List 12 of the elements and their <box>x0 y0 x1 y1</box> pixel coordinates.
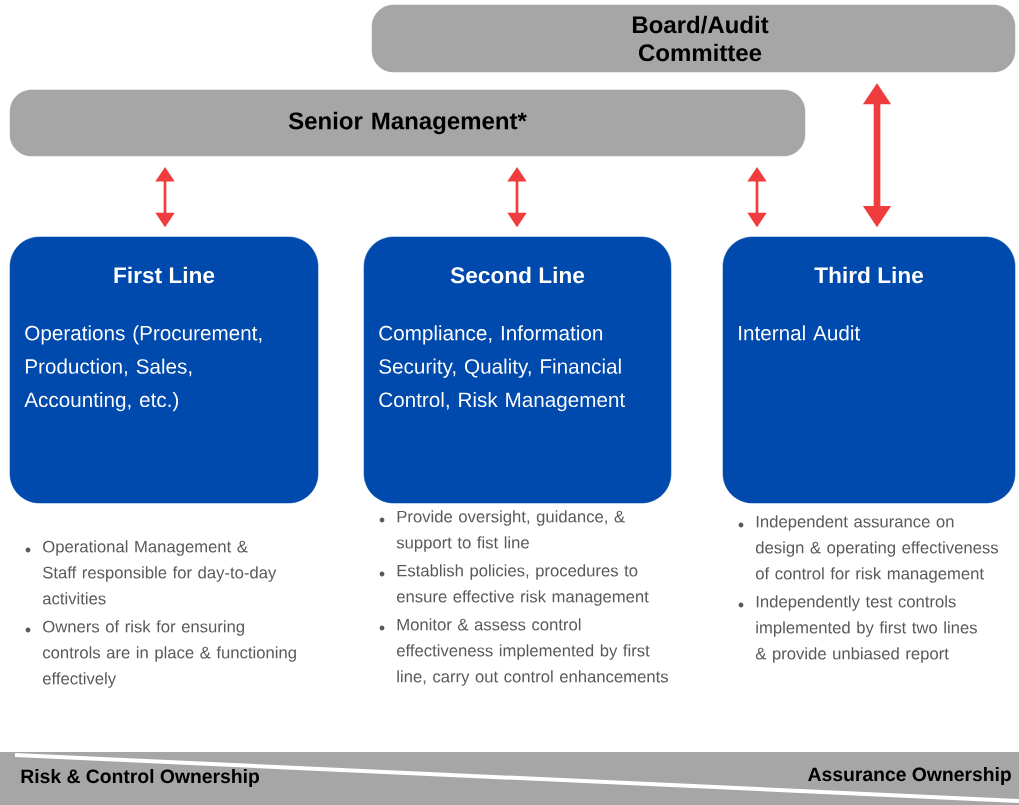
band-label: Assurance Ownership <box>808 767 1011 785</box>
bullet-item: Owners of risk for ensuring controls are in place & functioning effectively <box>43 620 296 688</box>
banner-box: Board/Audit Committee <box>371 4 1016 73</box>
bullet-item: Independent assurance on design & operating effectiveness of control for risk management <box>755 515 998 583</box>
banner-box: Senior Management* <box>9 89 806 157</box>
bullet-item: Provide oversight, guidance, & support to fist line <box>396 510 625 552</box>
bullet-item: Monitor & assess control effectiveness implemented by first line, carry out control enhancements <box>397 618 668 686</box>
bullet-item: Establish policies, procedures to ensure effective risk management <box>397 564 649 606</box>
line-box: Third Line Internal Audit <box>722 236 1016 504</box>
band-label: Risk & Control Ownership <box>21 769 259 787</box>
bullet-item: Operational Management & Staff responsible for day-to-day activities <box>43 540 277 605</box>
bullet-item: Independently test controls implemented by first two lines & provide unbiased report <box>755 595 977 663</box>
